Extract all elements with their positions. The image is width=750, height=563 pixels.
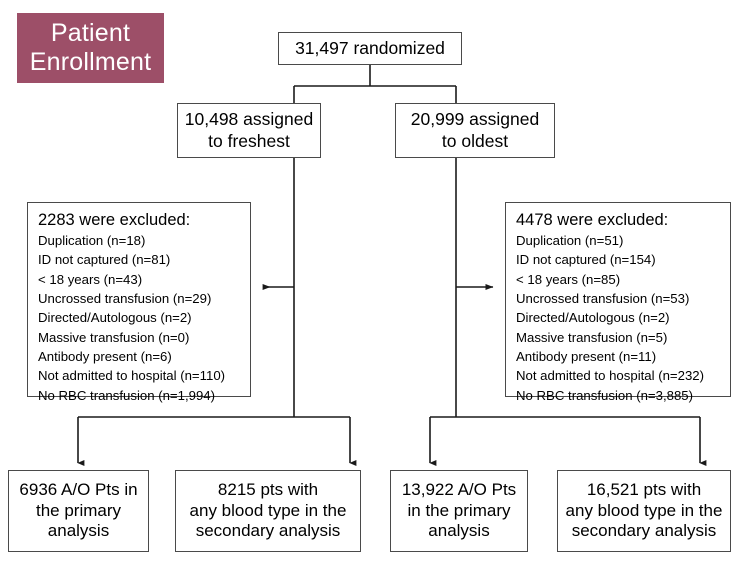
node-randomized: 31,497 randomized (278, 32, 462, 65)
exclusion-reason: < 18 years (n=85) (516, 271, 621, 287)
node-outcome-freshest-secondary: 8215 pts with any blood type in the seco… (175, 470, 361, 552)
node-assigned-oldest-line-1: 20,999 assigned (410, 109, 540, 130)
exclusion-reason: < 18 years (n=43) (38, 271, 143, 287)
exclusions-freshest-title: 2283 were excluded: (38, 211, 191, 229)
node-outcome-3-line-2: in the primary (407, 500, 511, 520)
exclusion-reason: ID not captured (n=154) (516, 252, 656, 268)
exclusion-reason: No RBC transfusion (n=3,885) (516, 387, 694, 403)
node-assigned-freshest-line-1: 10,498 assigned (184, 109, 314, 130)
node-outcome-3-line-3: analysis (428, 521, 490, 541)
exclusion-reason: Uncrossed transfusion (n=53) (516, 291, 690, 307)
exclusion-reason: ID not captured (n=81) (38, 252, 171, 268)
node-outcome-oldest-primary: 13,922 A/O Pts in the primary analysis (390, 470, 528, 552)
node-outcome-oldest-secondary: 16,521 pts with any blood type in the se… (557, 470, 731, 552)
node-outcome-2-line-1: 8215 pts with (217, 479, 319, 499)
exclusion-reason: Not admitted to hospital (n=110) (38, 368, 226, 384)
node-outcome-4-line-2: any blood type in the (565, 500, 723, 520)
exclusion-reason: No RBC transfusion (n=1,994) (38, 387, 216, 403)
exclusion-reason: Antibody present (n=11) (516, 349, 657, 365)
node-outcome-1-line-1: 6936 A/O Pts in (19, 479, 138, 499)
banner-line-1: Patient (50, 19, 131, 48)
exclusions-oldest-title: 4478 were excluded: (516, 211, 669, 229)
exclusion-reason: Massive transfusion (n=0) (38, 329, 190, 345)
node-outcome-3-line-1: 13,922 A/O Pts (401, 479, 517, 499)
exclusion-reason: Directed/Autologous (n=2) (38, 310, 192, 326)
exclusion-reason: Massive transfusion (n=5) (516, 329, 668, 345)
node-outcome-2-line-3: secondary analysis (195, 521, 341, 541)
exclusions-freshest-list: Duplication (n=18) ID not captured (n=81)… (38, 231, 242, 405)
exclusion-reason: Directed/Autologous (n=2) (516, 310, 670, 326)
exclusion-reason: Uncrossed transfusion (n=29) (38, 291, 212, 307)
node-assigned-freshest-line-2: to freshest (208, 130, 290, 151)
node-assigned-oldest-line-2: to oldest (441, 130, 509, 151)
exclusions-oldest-list: Duplication (n=51) ID not captured (n=154… (516, 231, 722, 405)
node-outcome-4-line-3: secondary analysis (571, 521, 717, 541)
node-outcome-1-line-2: the primary (35, 500, 121, 520)
node-assigned-oldest: 20,999 assigned to oldest (395, 103, 555, 158)
node-exclusions-oldest: 4478 were excluded: Duplication (n=51) ID… (505, 202, 731, 403)
exclusion-reason: Not admitted to hospital (n=232) (516, 368, 705, 384)
node-outcome-4-line-1: 16,521 pts with (586, 479, 702, 499)
node-exclusions-freshest: 2283 were excluded: Duplication (n=18) ID… (27, 202, 251, 403)
node-assigned-freshest: 10,498 assigned to freshest (177, 103, 321, 158)
patient-enrollment-banner: Patient Enrollment (17, 13, 164, 83)
exclusion-reason: Antibody present (n=6) (38, 349, 172, 365)
exclusion-reason: Duplication (n=18) (38, 233, 146, 249)
node-outcome-2-line-2: any blood type in the (189, 500, 347, 520)
node-randomized-label: 31,497 randomized (295, 37, 445, 58)
banner-line-2: Enrollment (29, 48, 152, 76)
node-outcome-freshest-primary: 6936 A/O Pts in the primary analysis (8, 470, 149, 552)
exclusion-reason: Duplication (n=51) (516, 233, 624, 249)
node-outcome-1-line-3: analysis (47, 521, 110, 541)
